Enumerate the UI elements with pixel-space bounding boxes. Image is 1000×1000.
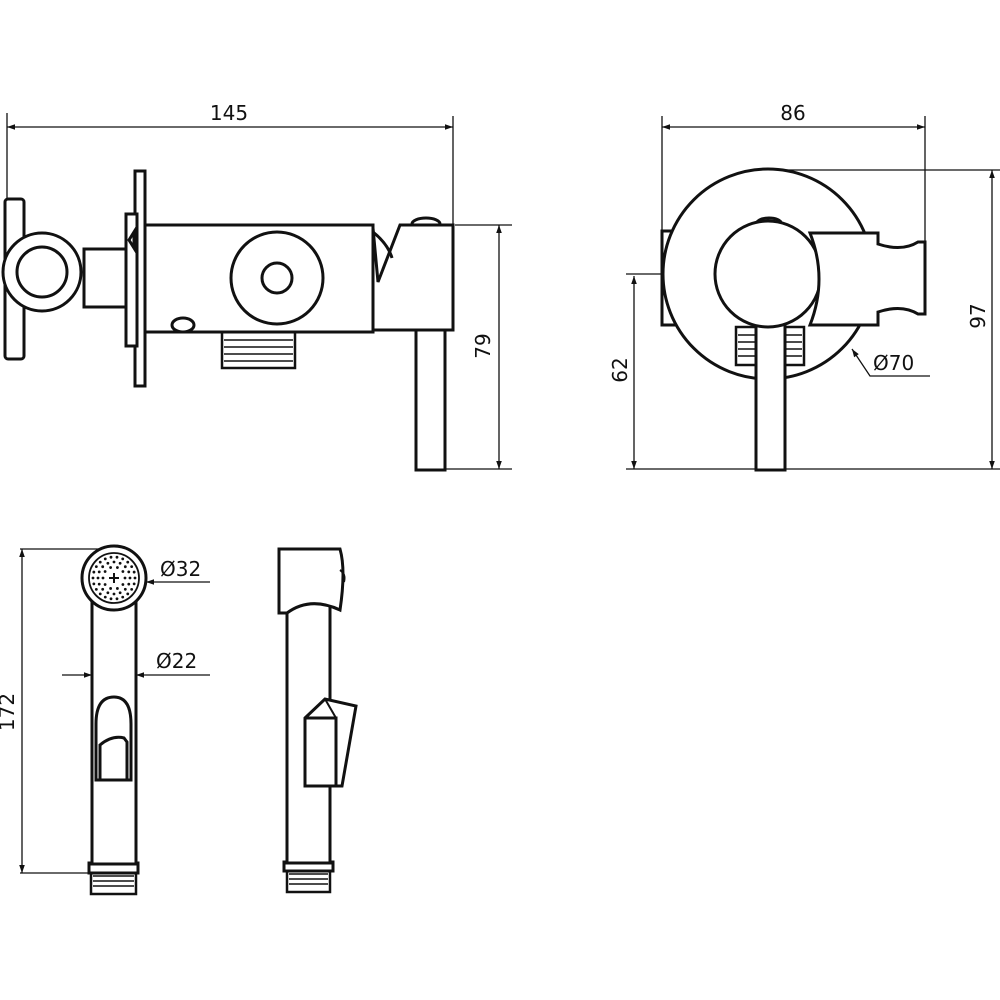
nozzle-dot — [109, 587, 112, 590]
nozzle-dot — [130, 587, 134, 591]
nozzle-dot — [92, 570, 96, 574]
dimension-spray-head-diameter-label: Ø32 — [160, 557, 201, 581]
dimension-62: 62 — [608, 276, 637, 469]
nozzle-dot — [121, 595, 125, 599]
valve-front-view — [626, 116, 1000, 472]
dimension-plate-diameter-label: Ø70 — [873, 351, 914, 375]
nozzle-dot — [97, 582, 101, 586]
dimension-62-label: 62 — [608, 357, 632, 382]
nozzle-dot — [94, 565, 98, 569]
nozzle-dot — [121, 557, 125, 561]
nozzle-dot — [126, 592, 130, 596]
dimension-86: 86 — [662, 101, 925, 130]
nozzle-dot — [96, 576, 100, 580]
nozzle-dot — [121, 583, 125, 586]
dimension-spray-head-diameter: Ø32 — [146, 557, 210, 585]
nozzle-dot — [106, 591, 110, 595]
dimension-79-label: 79 — [471, 333, 495, 358]
nozzle-dot — [123, 565, 127, 569]
nozzle-dot — [118, 591, 122, 595]
nozzle-dot — [126, 560, 130, 564]
nozzle-dot — [94, 587, 98, 591]
nozzle-dot — [101, 576, 105, 580]
nozzle-dot — [103, 557, 107, 561]
nozzle-dot — [101, 565, 105, 569]
nozzle-dot — [109, 555, 113, 559]
nozzle-dot — [91, 576, 95, 580]
nozzle-dot — [101, 587, 105, 591]
handset-side-view — [277, 547, 358, 894]
nozzle-dot — [123, 587, 127, 591]
handset-front-view — [20, 544, 148, 896]
nozzle-dot — [130, 565, 134, 569]
nozzle-dot — [92, 582, 96, 586]
dimension-plate-diameter: Ø70 — [851, 348, 930, 377]
nozzle-dot — [98, 560, 102, 564]
dimension-97-label: 97 — [966, 303, 990, 328]
dimension-handle-diameter-label: Ø22 — [156, 649, 197, 673]
nozzle-dot — [112, 560, 116, 564]
nozzle-dot — [103, 570, 107, 573]
nozzle-dot — [103, 595, 107, 599]
spray-nozzles — [91, 555, 137, 601]
nozzle-dot — [127, 570, 131, 574]
nozzle-dot — [123, 576, 127, 580]
valve-side-view — [1, 113, 512, 472]
nozzle-dot — [128, 576, 132, 580]
nozzle-dot — [109, 597, 113, 601]
nozzle-dot — [116, 587, 119, 590]
dimension-172: 172 — [0, 549, 25, 873]
nozzle-dot — [106, 561, 110, 565]
nozzle-dot — [118, 561, 122, 565]
nozzle-dot — [97, 570, 101, 574]
dimension-145-label: 145 — [210, 101, 248, 125]
dimension-145: 145 — [7, 101, 453, 130]
dimension-handle-diameter: Ø22 — [62, 649, 210, 678]
nozzle-dot — [115, 597, 119, 601]
dimension-97: 97 — [966, 170, 995, 469]
nozzle-dot — [103, 583, 107, 586]
nozzle-dot — [116, 566, 119, 569]
nozzle-dot — [112, 592, 116, 596]
nozzle-dot — [133, 576, 137, 580]
dimension-79: 79 — [471, 225, 502, 469]
nozzle-dot — [127, 582, 131, 586]
nozzle-dot — [132, 570, 136, 574]
nozzle-dot — [121, 570, 125, 573]
nozzle-dot — [115, 555, 119, 559]
dimension-172-label: 172 — [0, 693, 19, 731]
nozzle-dot — [109, 566, 112, 569]
dimension-86-label: 86 — [780, 101, 805, 125]
nozzle-dot — [98, 592, 102, 596]
nozzle-dot — [132, 582, 136, 586]
